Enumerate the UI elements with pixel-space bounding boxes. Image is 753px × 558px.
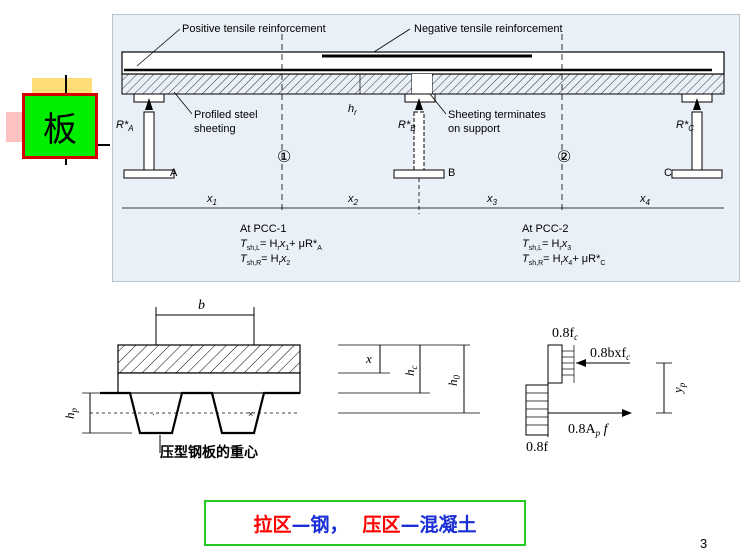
label-centroid: 压型钢板的重心 bbox=[160, 444, 258, 460]
slab-body bbox=[117, 372, 301, 394]
centroid-mark-1: · bbox=[152, 409, 155, 419]
caption-tension-zone: 拉区 bbox=[253, 513, 292, 536]
column-base-b bbox=[393, 169, 445, 179]
label-support-c: C bbox=[664, 167, 672, 179]
title-char: 板 bbox=[43, 109, 77, 150]
eq-pcc1-left: Tsh,L= Hrx1+ μR*A bbox=[240, 238, 322, 252]
label-hc: hc bbox=[402, 366, 419, 377]
eq-pcc2-right: Tsh,R= Hrx4+ μR*C bbox=[522, 253, 605, 267]
force-t-arrowhead bbox=[622, 409, 632, 417]
stress-compression-hatch bbox=[562, 345, 575, 383]
label-x4: x4 bbox=[639, 193, 651, 207]
stress-block-tension bbox=[525, 384, 549, 436]
label-negative: Negative tensile reinforcement bbox=[414, 23, 563, 35]
caption-box: 拉区 —钢， 压区 —混凝土 bbox=[204, 500, 526, 546]
label-positive: Positive tensile reinforcement bbox=[182, 23, 326, 35]
title-box: 板 bbox=[22, 93, 98, 159]
column-c bbox=[691, 111, 703, 171]
force-c-arrowhead bbox=[576, 359, 586, 367]
column-a bbox=[143, 111, 155, 171]
label-terminates-2: on support bbox=[448, 123, 500, 135]
label-reaction-c: R*C bbox=[676, 119, 694, 133]
leader-negative bbox=[373, 28, 411, 53]
caption-steel: —钢， bbox=[291, 513, 349, 536]
label-pcc-1: ① bbox=[277, 149, 291, 166]
label-at-pcc2: At PCC-2 bbox=[522, 223, 568, 235]
label-reaction-a: R*A bbox=[116, 119, 134, 133]
leader-positive bbox=[136, 28, 181, 67]
label-support-a: A bbox=[170, 167, 178, 179]
label-hr: hr bbox=[348, 103, 357, 117]
caption-compression-zone: 压区 bbox=[362, 513, 401, 536]
label-x2: x2 bbox=[347, 193, 359, 207]
eq-pcc2-left: Tsh,L= Hrx3 bbox=[522, 238, 571, 252]
label-profiled-2: sheeting bbox=[194, 123, 236, 135]
label-x1: x1 bbox=[206, 193, 217, 207]
stress-tension-hatch bbox=[526, 392, 548, 426]
reaction-arrow-a bbox=[145, 98, 153, 110]
label-force-c: 0.8bxfc bbox=[590, 346, 630, 362]
label-h0: h0 bbox=[445, 375, 462, 387]
label-terminates-1: Sheeting terminates bbox=[448, 109, 546, 121]
label-hp: hp bbox=[62, 408, 79, 420]
label-force-t: 0.8Ap f bbox=[568, 422, 610, 438]
label-at-pcc1: At PCC-1 bbox=[240, 223, 286, 235]
label-fc-top: 0.8fc bbox=[552, 326, 578, 342]
compression-zone bbox=[117, 344, 301, 374]
label-profiled-1: Profiled steel bbox=[194, 109, 258, 121]
label-x3: x3 bbox=[486, 193, 498, 207]
label-yp: yp bbox=[670, 382, 687, 395]
label-x: x bbox=[365, 351, 372, 366]
support-gap bbox=[412, 74, 432, 94]
label-pcc-2: ② bbox=[557, 149, 571, 166]
sheeting-left bbox=[121, 73, 413, 95]
slab-diagram: Positive tensile reinforcement Negative … bbox=[112, 14, 740, 282]
label-reaction-b: R*B bbox=[398, 119, 416, 133]
label-b: b bbox=[198, 298, 205, 313]
reaction-arrow-b bbox=[415, 98, 423, 110]
label-support-b: B bbox=[448, 167, 455, 179]
leader-terminates bbox=[429, 93, 447, 115]
page-number: 3 bbox=[700, 536, 708, 551]
leader-profiled bbox=[173, 91, 193, 115]
stress-block-compression bbox=[547, 344, 563, 384]
reaction-arrow-c bbox=[693, 98, 701, 110]
column-b bbox=[413, 111, 425, 171]
eq-pcc1-right: Tsh,R= Hrx2 bbox=[240, 253, 290, 267]
sheeting-right bbox=[431, 73, 725, 95]
label-f-bottom: 0.8f bbox=[526, 440, 549, 455]
section-diagram: b · × 压型钢板的重心 hp x hc h0 yp 0.8fc bbox=[62, 298, 687, 460]
centroid-mark-2: × bbox=[248, 409, 253, 419]
column-base-a bbox=[123, 169, 175, 179]
column-base-c bbox=[671, 169, 723, 179]
caption-concrete: —混凝土 bbox=[400, 513, 477, 536]
